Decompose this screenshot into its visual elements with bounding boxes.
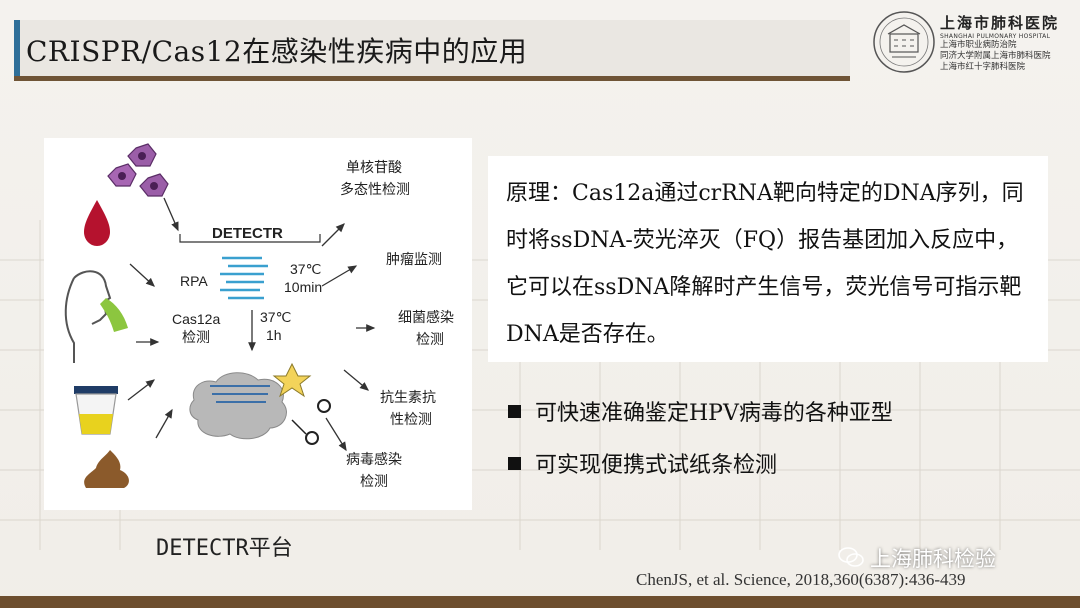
bullet-square-icon <box>508 457 521 470</box>
temp-2-label: 37℃ <box>260 309 291 325</box>
patient-head-icon <box>64 270 128 363</box>
title-underline <box>14 76 850 81</box>
output-5-line-2: 检测 <box>360 473 388 489</box>
cells-icon <box>107 143 169 197</box>
output-labels: 单核苷酸 多态性检测 肿瘤监测 细菌感染 检测 抗生素抗 性检测 病毒感染 检测 <box>340 159 454 489</box>
citation: ChenJS, et al. Science, 2018,360(6387):4… <box>636 570 966 589</box>
hospital-line-1: 上海市职业病防治院 <box>940 40 1017 50</box>
hospital-seal-icon <box>873 11 935 73</box>
hospital-name: 上海市肺科医院 <box>940 14 1060 32</box>
output-3-line-1: 细菌感染 <box>398 309 454 325</box>
input-arrows <box>127 197 376 452</box>
bottom-bar <box>0 596 1080 608</box>
time-2-label: 1h <box>266 327 282 343</box>
hospital-line-2: 同济大学附属上海市肺科医院 <box>940 51 1051 61</box>
output-2-line-1: 肿瘤监测 <box>386 251 442 267</box>
hospital-english-name: SHANGHAI PULMONARY HOSPITAL <box>940 33 1051 40</box>
page-title: CRISPR/Cas12在感染性疾病中的应用 <box>26 35 528 68</box>
principle-text: 原理：Cas12a通过crRNA靶向特定的DNA序列，同时将ssDNA-荧光淬灭… <box>506 181 1024 347</box>
detectr-diagram: DETECTR RPA 37℃ 10min Cas12a 检测 37℃ 1h <box>64 143 454 489</box>
output-4-line-2: 性检测 <box>390 411 432 427</box>
bullet-1-text: 可快速准确鉴定HPV病毒的各种亚型 <box>535 401 893 426</box>
temp-1-label: 37℃ <box>290 261 321 277</box>
hospital-logo: 上海市肺科医院 SHANGHAI PULMONARY HOSPITAL 上海市职… <box>872 10 1072 76</box>
watermark-text: 上海肺科检验 <box>870 547 996 571</box>
urine-cup-icon <box>74 386 118 435</box>
detectr-figure: DETECTR RPA 37℃ 10min Cas12a 检测 37℃ 1h <box>44 138 472 510</box>
output-4-line-1: 抗生素抗 <box>380 389 436 405</box>
output-1-line-2: 多态性检测 <box>340 181 410 197</box>
output-1-line-1: 单核苷酸 <box>346 159 402 175</box>
rpa-label: RPA <box>180 273 208 289</box>
output-5-line-1: 病毒感染 <box>346 451 402 467</box>
bullet-2-text: 可实现便携式试纸条检测 <box>535 453 778 478</box>
blood-drop-icon <box>84 200 110 246</box>
output-3-line-2: 检测 <box>416 331 444 347</box>
cas12a-sub-label: 检测 <box>182 329 210 345</box>
figure-caption: DETECTR平台 <box>156 536 293 561</box>
detectr-label: DETECTR <box>212 225 283 242</box>
principle-box: 原理：Cas12a通过crRNA靶向特定的DNA序列，同时将ssDNA-荧光淬灭… <box>488 156 1048 362</box>
bullet-square-icon <box>508 405 521 418</box>
title-bar: CRISPR/Cas12在感染性疾病中的应用 <box>14 20 850 81</box>
cas12a-complex-icon <box>189 362 331 445</box>
hospital-line-3: 上海市红十字肺科医院 <box>940 62 1026 72</box>
stool-sample-icon <box>84 450 129 488</box>
cas12a-label: Cas12a <box>172 311 220 327</box>
dna-strands-icon <box>220 256 268 300</box>
wechat-icon <box>838 547 864 567</box>
bullet-item-2: 可实现便携式试纸条检测 <box>508 440 893 492</box>
wechat-watermark: 上海肺科检验 <box>840 543 996 573</box>
bullet-list: 可快速准确鉴定HPV病毒的各种亚型 可实现便携式试纸条检测 <box>508 388 893 492</box>
detectr-bracket <box>179 234 321 243</box>
time-1-label: 10min <box>284 279 322 295</box>
bullet-item-1: 可快速准确鉴定HPV病毒的各种亚型 <box>508 388 893 440</box>
